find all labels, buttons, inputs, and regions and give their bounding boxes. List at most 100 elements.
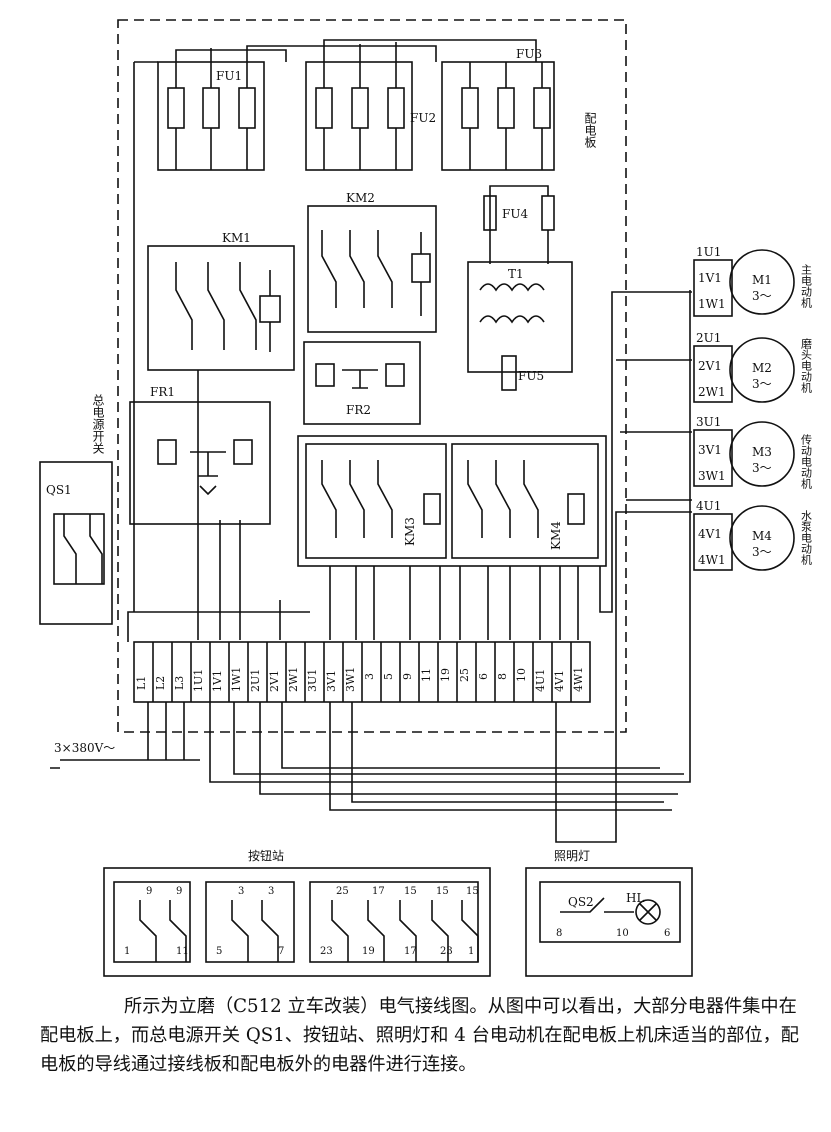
- motor-terminal: 3V1: [698, 443, 722, 457]
- label-fr1: FR1: [150, 385, 175, 399]
- button-number: 11: [176, 946, 189, 957]
- motor-m4: [693, 505, 795, 571]
- button-number: 9: [176, 886, 182, 897]
- wiring-diagram: FU1 FU2 FU3 FU4 FU5 KM1 KM2 KM3 KM4 FR1 …: [39, 19, 813, 977]
- terminal-label: 3: [363, 673, 376, 680]
- label-fu4: FU4: [502, 207, 528, 221]
- lighting-box: [525, 867, 693, 977]
- thermal-relay-fr2: [303, 341, 421, 425]
- button-number: 1: [468, 946, 474, 957]
- motor-desc: 主电动机: [800, 264, 813, 308]
- terminal-label: L1: [135, 676, 148, 690]
- caption-text: 所示为立磨（C512 立车改装）电气接线图。从图中可以看出，大部分电器件集中在配…: [40, 996, 799, 1075]
- main-switch-qs1: [39, 461, 113, 625]
- motor-terminal: 3W1: [698, 469, 726, 483]
- contactor-km1: [147, 245, 295, 371]
- fuse-group-fu2: [305, 61, 413, 171]
- motor-phase: 3～: [752, 461, 772, 475]
- motor-terminal: 2W1: [698, 385, 726, 399]
- lamp-number: 6: [664, 928, 670, 939]
- terminal-label: L3: [173, 676, 186, 690]
- motor-phase: 3～: [752, 545, 772, 559]
- panel-boundary: [117, 19, 627, 733]
- motor-phase: 3～: [752, 377, 772, 391]
- button-number: 15: [404, 886, 417, 897]
- caption: 所示为立磨（C512 立车改装）电气接线图。从图中可以看出，大部分电器件集中在配…: [40, 992, 800, 1079]
- terminal-label: 2U1: [249, 669, 262, 692]
- label-hl: HL: [626, 891, 644, 905]
- button-number: 23: [320, 946, 333, 957]
- terminal-label: 2V1: [268, 670, 281, 692]
- contactor-km2: [307, 205, 437, 333]
- motor-m3: [693, 421, 795, 487]
- terminal-label: 11: [420, 668, 433, 682]
- terminal-label: 4W1: [572, 667, 585, 692]
- button-number: 17: [372, 886, 385, 897]
- terminal-label: 3U1: [306, 669, 319, 692]
- thermal-relay-fr1: [129, 401, 271, 525]
- label-panel: 配电板: [583, 112, 597, 149]
- label-km3: KM3: [403, 517, 417, 546]
- terminal-block: [133, 641, 591, 703]
- terminal-label: 2W1: [287, 667, 300, 692]
- lamp-number: 10: [616, 928, 629, 939]
- label-supply: 3×380V～: [54, 741, 115, 755]
- motor-id: M4: [752, 529, 772, 543]
- motor-id: M3: [752, 445, 772, 459]
- terminal-label: 3W1: [344, 667, 357, 692]
- motor-terminal: 1V1: [698, 271, 722, 285]
- label-main-switch: 总电源开关: [91, 394, 105, 454]
- terminal-label: 1V1: [211, 670, 224, 692]
- label-qs1: QS1: [46, 483, 72, 497]
- motor-desc: 传动电动机: [800, 434, 813, 489]
- terminal-label: 1W1: [230, 667, 243, 692]
- label-fu1: FU1: [216, 69, 242, 83]
- button-number: 3: [238, 886, 244, 897]
- motor-terminal: 4V1: [698, 527, 722, 541]
- button-number: 9: [146, 886, 152, 897]
- label-t1: T1: [508, 267, 524, 281]
- motor-terminal: 1W1: [698, 297, 726, 311]
- motor-m2: [693, 337, 795, 403]
- button-number: 5: [216, 946, 222, 957]
- button-number: 7: [278, 946, 284, 957]
- terminal-label: 4U1: [534, 669, 547, 692]
- terminal-label: 10: [515, 668, 528, 682]
- button-number: 25: [336, 886, 349, 897]
- motor-desc: 磨头电动机: [800, 338, 813, 393]
- label-fu2: FU2: [410, 111, 436, 125]
- transformer-t1: [467, 185, 573, 391]
- lamp-number: 8: [556, 928, 562, 939]
- motor-desc: 水泵电动机: [800, 510, 813, 565]
- label-km4: KM4: [549, 521, 563, 550]
- motor-terminal: 1U1: [696, 245, 721, 259]
- motor-terminal: 2U1: [696, 331, 721, 345]
- motor-id: M1: [752, 273, 772, 287]
- label-fr2: FR2: [346, 403, 371, 417]
- label-fu5: FU5: [518, 369, 544, 383]
- terminal-label: 9: [401, 673, 414, 680]
- motor-terminal: 4U1: [696, 499, 721, 513]
- fuse-group-fu3: [441, 61, 555, 171]
- contactor-km3-km4: [297, 435, 607, 567]
- button-number: 19: [362, 946, 375, 957]
- button-number: 15: [466, 886, 479, 897]
- label-button-station: 按钮站: [248, 848, 284, 863]
- terminal-label: L2: [154, 676, 167, 690]
- label-km1: KM1: [222, 231, 251, 245]
- motor-phase: 3～: [752, 289, 772, 303]
- motor-terminal: 2V1: [698, 359, 722, 373]
- terminal-label: 19: [439, 668, 452, 682]
- button-number: 23: [440, 946, 453, 957]
- terminal-label: 5: [382, 673, 395, 680]
- label-km2: KM2: [346, 191, 375, 205]
- label-qs2: QS2: [568, 895, 594, 909]
- label-lighting: 照明灯: [554, 849, 590, 863]
- terminal-label: 25: [458, 668, 471, 682]
- motor-terminal: 3U1: [696, 415, 721, 429]
- button-station-box: [103, 867, 491, 977]
- terminal-label: 4V1: [553, 670, 566, 692]
- button-number: 17: [404, 946, 417, 957]
- terminal-label: 6: [477, 673, 490, 680]
- motor-m1: [693, 249, 795, 317]
